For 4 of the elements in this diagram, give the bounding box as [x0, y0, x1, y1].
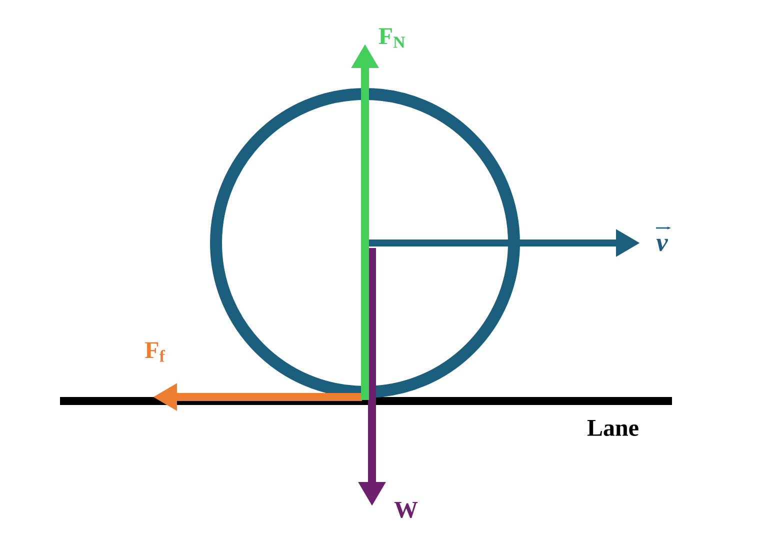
force-label: W — [394, 502, 418, 518]
force-label: F$_{N}$ — [378, 28, 405, 48]
force-label: F$_{f}$ — [145, 342, 166, 362]
surface-label: Lane — [587, 420, 638, 436]
